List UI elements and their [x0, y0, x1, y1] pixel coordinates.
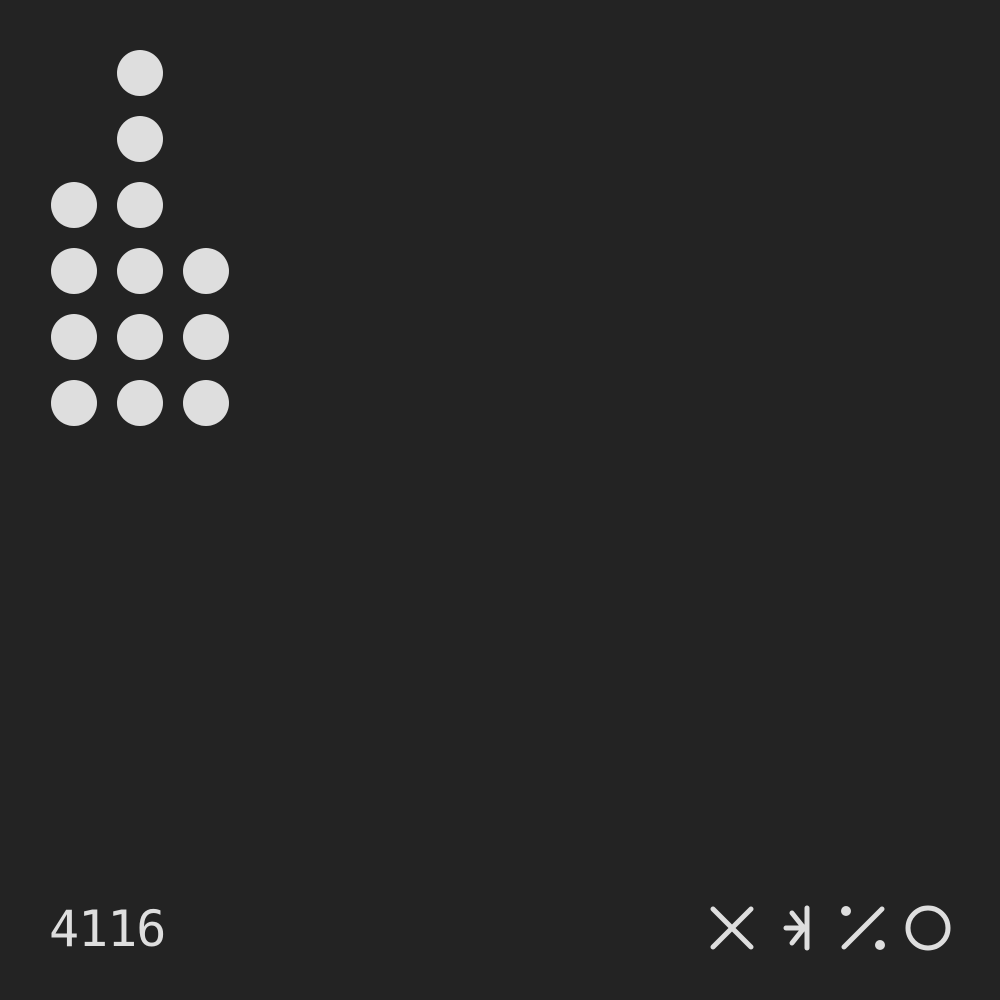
- dot: [117, 116, 163, 162]
- dot: [117, 50, 163, 96]
- dot: [183, 248, 229, 294]
- dot-grid: [0, 0, 300, 460]
- number-label: 4116: [49, 900, 166, 958]
- symbol-row: [700, 898, 960, 958]
- dot: [117, 380, 163, 426]
- dot: [117, 182, 163, 228]
- dot: [51, 380, 97, 426]
- dot: [183, 380, 229, 426]
- dot: [51, 182, 97, 228]
- dot: [117, 248, 163, 294]
- cross-icon: [710, 906, 754, 950]
- circle-icon: [905, 905, 951, 951]
- arrow-into-bar-icon: [783, 905, 810, 951]
- dot: [117, 314, 163, 360]
- symbol-row-svg: [710, 905, 951, 951]
- dot: [183, 314, 229, 360]
- dot: [51, 314, 97, 360]
- dot: [51, 248, 97, 294]
- percent-icon: [841, 906, 885, 950]
